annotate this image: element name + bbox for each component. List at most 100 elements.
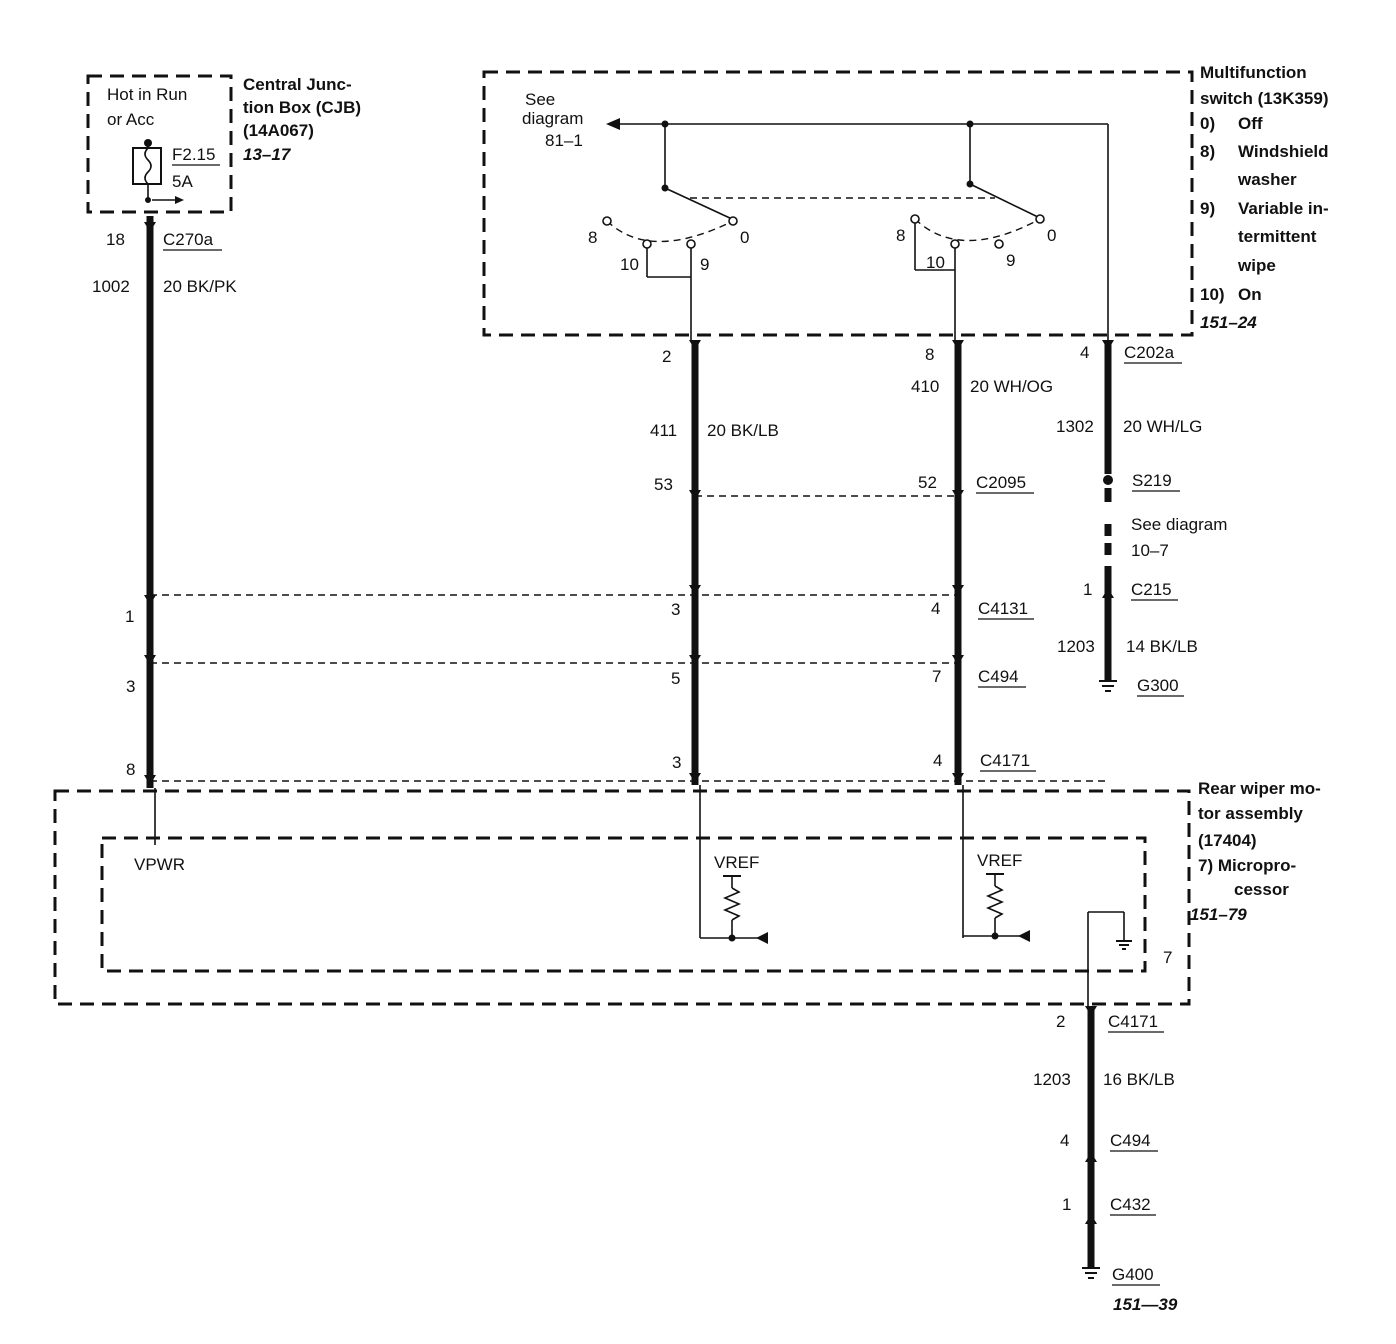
c4171-label: C4171 — [980, 751, 1030, 770]
input2-arrow-icon — [1018, 930, 1030, 942]
resistor1-icon — [722, 875, 742, 938]
wire-1203-16-spec: 16 BK/LB — [1103, 1070, 1175, 1089]
wire-1302-circuit: 1302 — [1056, 417, 1094, 436]
motor-item-1: 7) Micropro- — [1198, 856, 1296, 875]
motor-ref: 151–79 — [1190, 905, 1247, 924]
c494-pin-7: 7 — [932, 667, 941, 686]
switch2-blade — [969, 183, 1041, 219]
c2095-pin-52: 52 — [918, 473, 937, 492]
mfs-title-1: Multifunction — [1200, 63, 1307, 82]
c4171-pin-3: 3 — [672, 753, 681, 772]
switch2-pos-9: 9 — [1006, 251, 1015, 270]
mfs-legend-5-text: wipe — [1237, 256, 1276, 275]
switch1-pos-0: 0 — [740, 228, 749, 247]
microprocessor-boundary — [100, 836, 1147, 973]
c2095-label: C2095 — [976, 473, 1026, 492]
wire-1002-circuit: 1002 — [92, 277, 130, 296]
switch2-pos-0: 0 — [1047, 226, 1056, 245]
switch2-pos-10: 10 — [926, 253, 945, 272]
switch2-arc — [914, 218, 1041, 242]
g400-c494-label: C494 — [1110, 1131, 1151, 1150]
c4131-label: C4131 — [978, 599, 1028, 618]
connector-arrow-marks — [144, 222, 1114, 785]
c270a-pin: 18 — [106, 230, 125, 249]
c4131-pin-1: 1 — [125, 607, 134, 626]
cjb-title-2: tion Box (CJB) — [243, 98, 361, 117]
c2095-pin-53: 53 — [654, 475, 673, 494]
c432-label: C432 — [1110, 1195, 1151, 1214]
wire-411-spec: 20 BK/LB — [707, 421, 779, 440]
g400-ref: 151—39 — [1113, 1295, 1178, 1314]
vref1-label: VREF — [714, 853, 759, 872]
switch1-arc — [606, 220, 734, 243]
resistor2-icon — [985, 873, 1005, 936]
c215-pin: 1 — [1083, 580, 1092, 599]
mfs-legend-1-text: Windshield — [1238, 142, 1329, 161]
mfs-see-3: 81–1 — [545, 131, 583, 150]
c494-pin-5: 5 — [671, 669, 680, 688]
c4131-pin-3: 3 — [671, 600, 680, 619]
motor-title-2: tor assembly — [1198, 804, 1303, 823]
wire-411-circuit: 411 — [650, 421, 677, 440]
fuse-label: F2.15 — [172, 145, 215, 164]
c494-pin-3: 3 — [126, 677, 135, 696]
mfs-legend-6-text: On — [1238, 285, 1262, 304]
c270a-label: C270a — [163, 230, 214, 249]
c4171-pin-4: 4 — [933, 751, 942, 770]
g300-label: G300 — [1137, 676, 1179, 695]
s219-splice — [1103, 475, 1113, 485]
c4131-pin-4: 4 — [931, 599, 940, 618]
mfs-legend-3-text: Variable in- — [1238, 199, 1329, 218]
wire-1203-circuit: 1203 — [1057, 637, 1095, 656]
mfs-ref: 151–24 — [1200, 313, 1257, 332]
c432-pin: 1 — [1062, 1195, 1071, 1214]
c202a-label: C202a — [1124, 343, 1175, 362]
mfs-legend-4-text: termittent — [1238, 227, 1317, 246]
switch1-blade — [664, 187, 733, 220]
internal-ground-icon — [1116, 940, 1132, 950]
switch1-pos-10: 10 — [620, 255, 639, 274]
cjb-hot-label-1: Hot in Run — [107, 85, 187, 104]
motor-part: (17404) — [1198, 831, 1257, 850]
switch2-pos-8: 8 — [896, 226, 905, 245]
mfs-legend-3-num: 9) — [1200, 199, 1215, 218]
cjb-boundary — [86, 74, 233, 214]
wire-410-circuit: 410 — [911, 377, 939, 396]
wire-1302-spec: 20 WH/LG — [1123, 417, 1202, 436]
motor-item-2: cessor — [1234, 880, 1289, 899]
cjb-part: (14A067) — [243, 121, 314, 140]
see-diagram-10-7-2: 10–7 — [1131, 541, 1169, 560]
mid2-pin: 8 — [925, 345, 934, 364]
mfs-see-2: diagram — [522, 109, 583, 128]
wire-1203-spec: 14 BK/LB — [1126, 637, 1198, 656]
ground-g300-icon — [1099, 680, 1117, 692]
c494-label: C494 — [978, 667, 1019, 686]
fuse-icon — [132, 147, 162, 185]
arrow-left-icon — [606, 118, 620, 130]
mid1-pin: 2 — [662, 347, 671, 366]
c202a-pin: 4 — [1080, 343, 1089, 362]
c4171-pin-8: 8 — [126, 760, 135, 779]
mfs-legend-0-text: Off — [1238, 114, 1263, 133]
switch1-pos-9: 9 — [700, 255, 709, 274]
cjb-hot-label-2: or Acc — [107, 110, 155, 129]
s219-label: S219 — [1132, 471, 1172, 490]
mfs-legend-6-num: 10) — [1200, 285, 1225, 304]
g400-c4171-pin: 2 — [1056, 1012, 1065, 1031]
mfs-see-1: See — [525, 90, 555, 109]
motor-pin-7: 7 — [1163, 948, 1172, 967]
see-diagram-10-7-1: See diagram — [1131, 515, 1227, 534]
c215-label: C215 — [1131, 580, 1172, 599]
mfs-legend-1-num: 8) — [1200, 142, 1215, 161]
fuse-rating: 5A — [172, 172, 193, 191]
ground-g400-icon — [1082, 1267, 1100, 1279]
ground-wire-arrow-marks — [1085, 1006, 1097, 1224]
input1-arrow-icon — [756, 932, 768, 944]
mfs-title-2: switch (13K359) — [1200, 89, 1329, 108]
motor-boundary — [53, 789, 1191, 1006]
wire-410-spec: 20 WH/OG — [970, 377, 1053, 396]
cjb-title-1: Central Junc- — [243, 75, 352, 94]
g400-label: G400 — [1112, 1265, 1154, 1284]
vpwr-label: VPWR — [134, 855, 185, 874]
